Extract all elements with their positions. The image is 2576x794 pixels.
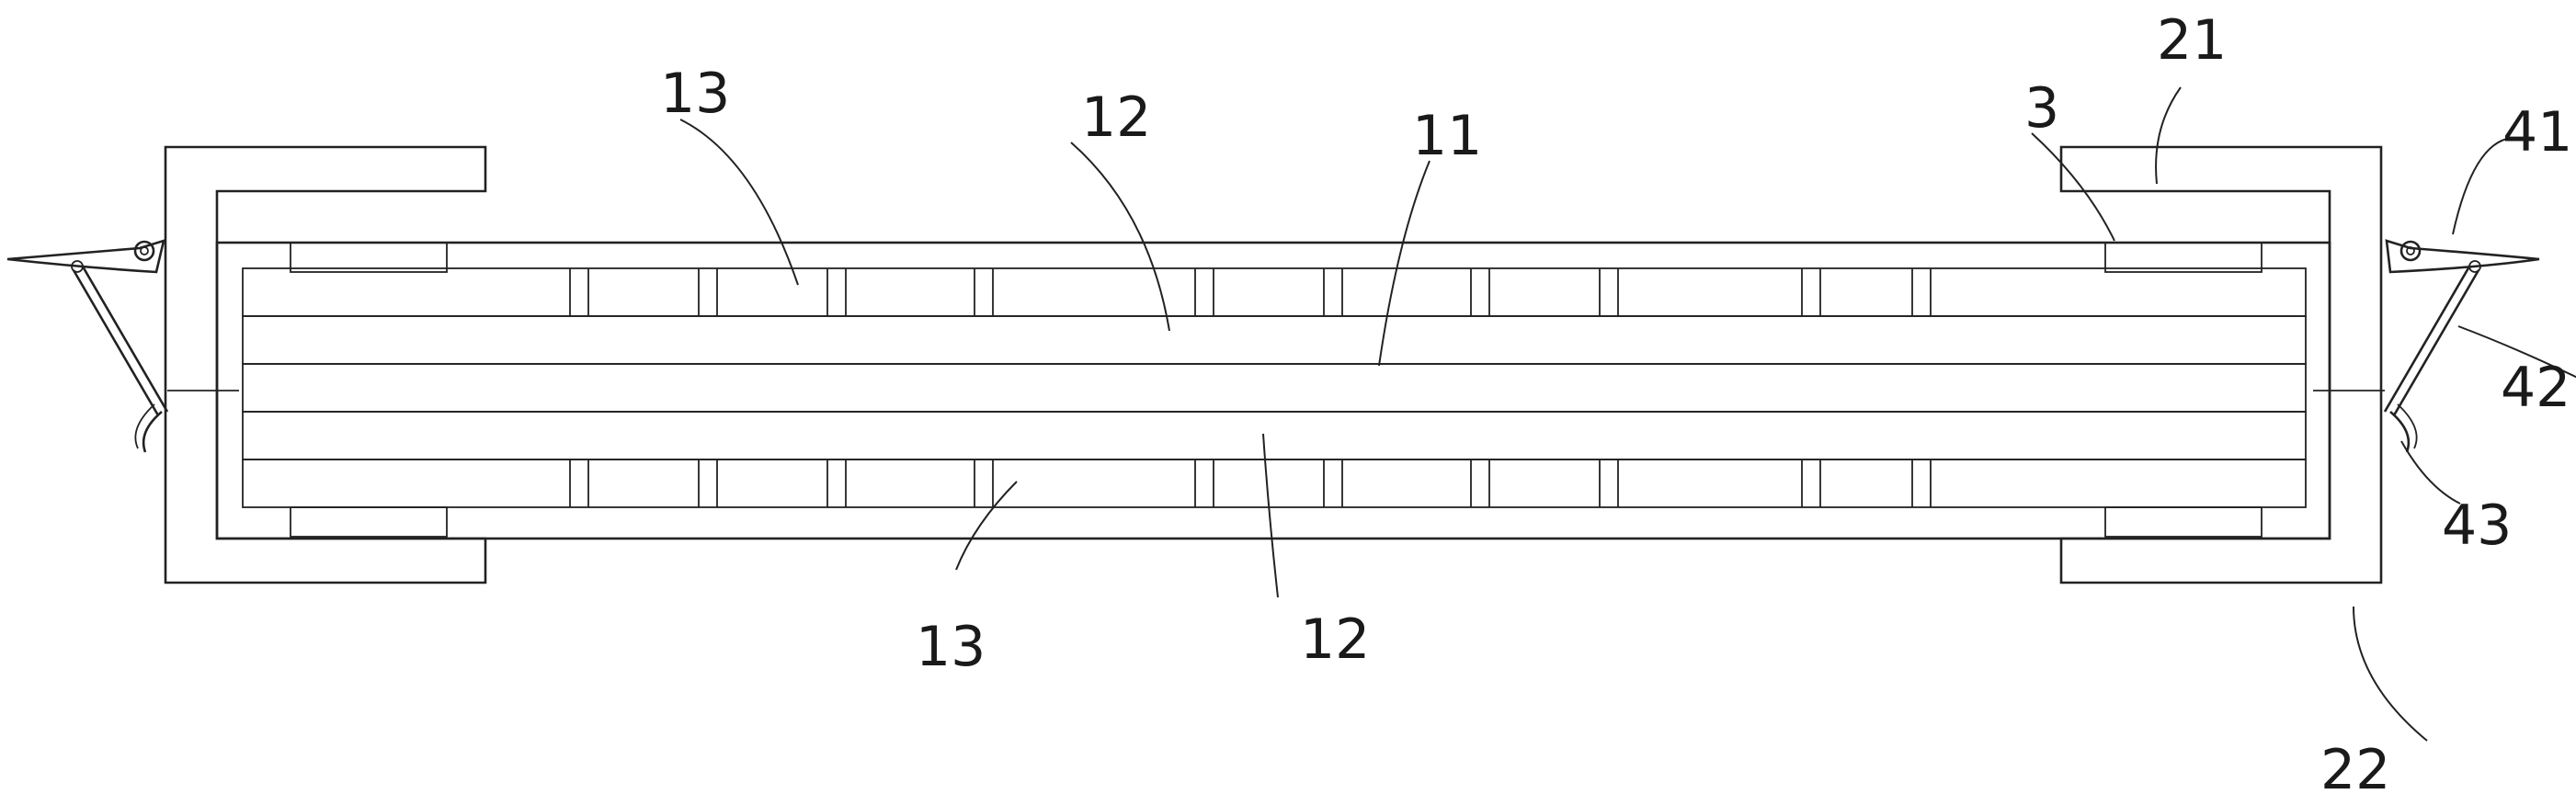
top-shell-ribs <box>569 268 1932 316</box>
leader-lines <box>679 86 2576 742</box>
panel-casing <box>215 241 2331 540</box>
panel <box>215 241 2331 540</box>
top-shell <box>242 267 2307 317</box>
label-43: 43 <box>2442 493 2512 558</box>
reference-labels: 13 12 11 3 21 41 42 43 13 12 22 <box>660 8 2572 794</box>
bottom-shell <box>242 459 2307 508</box>
label-41: 41 <box>2502 100 2572 164</box>
label-13-top: 13 <box>660 62 730 126</box>
label-13-bottom: 13 <box>916 615 986 679</box>
top-foam-layer <box>242 315 2307 365</box>
bottom-shell-ribs <box>569 459 1932 507</box>
left-lever <box>6 239 239 453</box>
label-12-top: 12 <box>1081 85 1151 150</box>
label-22: 22 <box>2320 738 2390 794</box>
core-layer <box>242 363 2307 413</box>
label-12-bottom: 12 <box>1300 607 1370 672</box>
right-bottom-pad <box>2104 506 2263 538</box>
label-3: 3 <box>2024 76 2059 141</box>
label-42: 42 <box>2501 356 2570 420</box>
label-21: 21 <box>2157 8 2227 73</box>
left-clamp <box>6 145 487 584</box>
right-lever <box>2313 239 2540 453</box>
label-11: 11 <box>1412 104 1482 168</box>
bottom-foam-layer <box>242 411 2307 460</box>
left-bottom-pad <box>290 506 448 538</box>
